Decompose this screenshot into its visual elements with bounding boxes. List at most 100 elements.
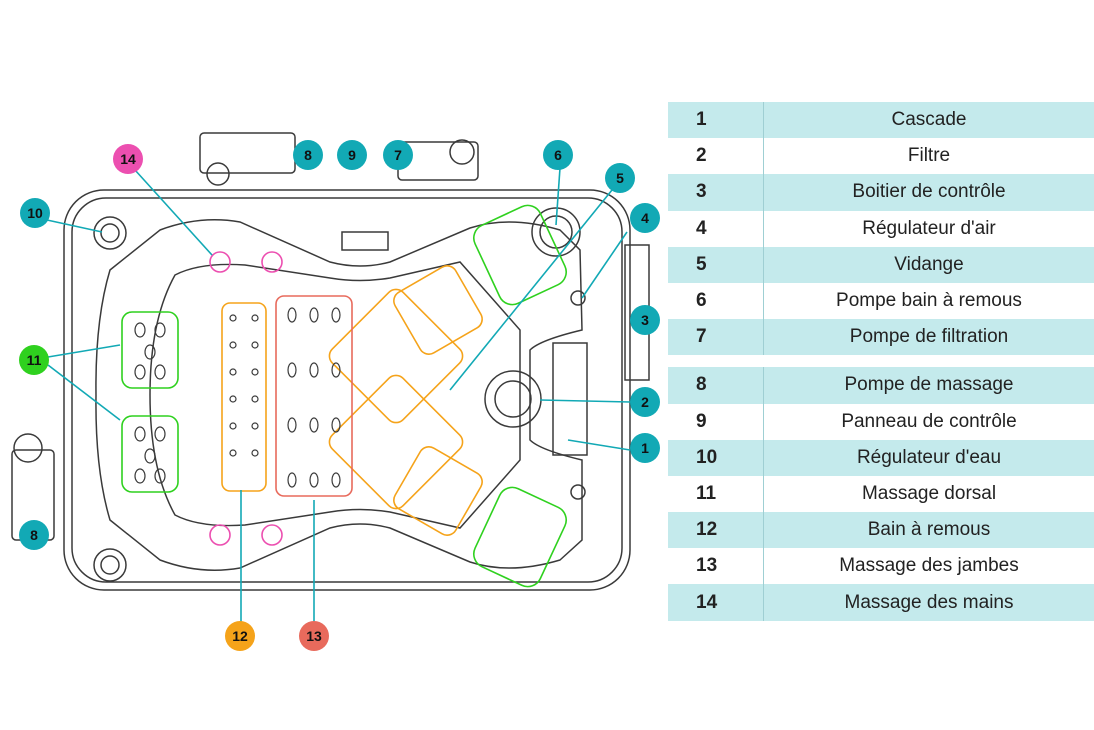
hand-jet-2	[261, 251, 283, 273]
callout-number-2: 2	[641, 394, 649, 410]
callout-number-1: 1	[641, 440, 649, 456]
water-regulator-bottom	[93, 548, 127, 582]
spa-basin	[95, 219, 583, 571]
callout-badge-5	[605, 163, 635, 193]
callout-number-4: 4	[641, 210, 649, 226]
leg-massage-zone	[275, 295, 353, 497]
spa-shell-inner	[71, 197, 623, 583]
legend-number: 10	[668, 439, 764, 476]
hand-jet-3	[209, 524, 231, 546]
callout-number-13: 13	[306, 628, 322, 644]
whirlpool-zone-left	[221, 302, 267, 492]
legend-label: Régulateur d'air	[862, 217, 996, 239]
legend-group-1: 1 Cascade 2 Filtre 3 Boitier de contrôle 4 Régu…	[668, 102, 1094, 356]
callout-badge-12	[225, 621, 255, 651]
legend-label: Panneau de contrôle	[841, 410, 1017, 432]
air-regulator-2	[570, 484, 586, 500]
legend-row-11: 11 Massage dorsal	[668, 475, 1094, 513]
legend-label: Pompe bain à remous	[836, 290, 1022, 312]
callout-badge-3	[630, 305, 660, 335]
callout-badge-13	[299, 621, 329, 651]
callout-number-5: 5	[616, 170, 624, 186]
jet-dots	[134, 307, 341, 488]
legend-number: 4	[668, 210, 764, 247]
massage-pump-top-motor	[206, 162, 230, 186]
callout-badge-2	[630, 387, 660, 417]
back-massage-zone-2	[121, 415, 179, 493]
legend-label: Bain à remous	[867, 519, 991, 541]
back-massage-zone-4	[473, 486, 567, 588]
whirlpool-zone-seat-top	[393, 265, 483, 355]
legend-label: Régulateur d'eau	[856, 446, 1002, 468]
legend-label: Cascade	[891, 109, 967, 131]
leader-lines	[46, 167, 631, 625]
legend-number: 14	[668, 584, 764, 621]
legend-row-3: 3 Boitier de contrôle	[668, 174, 1094, 211]
drain	[531, 207, 581, 257]
spa-seat	[149, 261, 521, 529]
legend-row-2: 2 Filtre	[668, 138, 1094, 175]
callout-badge-1	[630, 433, 660, 463]
callout-badge-7	[383, 140, 413, 170]
whirlpool-zone-lower	[328, 374, 464, 510]
callout-number-12: 12	[232, 628, 248, 644]
callout-number-3: 3	[641, 312, 649, 328]
legend-number: 9	[668, 403, 764, 440]
filter-outer	[484, 370, 542, 428]
legend-number: 11	[668, 475, 764, 513]
waterfall	[552, 342, 588, 456]
legend-number: 13	[668, 548, 764, 585]
legend-number: 3	[668, 174, 764, 211]
legend-label: Filtre	[907, 145, 951, 167]
water-regulator-bottom-inner	[100, 555, 120, 575]
whirlpool-zone-upper	[328, 288, 464, 424]
legend-row-13: 13 Massage des jambes	[668, 548, 1094, 585]
callout-number-7: 7	[394, 147, 402, 163]
back-massage-zone-1	[121, 311, 179, 389]
legend-row-12: 12 Bain à remous	[668, 512, 1094, 549]
legend-number: 5	[668, 246, 764, 283]
whirlpool-zone-seat-bottom	[393, 446, 483, 536]
spa-shell	[63, 189, 631, 591]
legend-label: Massage des jambes	[839, 555, 1019, 577]
legend-number: 1	[668, 102, 764, 139]
legend-label: Massage dorsal	[861, 482, 997, 504]
air-regulator	[570, 290, 586, 306]
hand-jet-1	[209, 251, 231, 273]
massage-pump-left-motor	[13, 433, 43, 463]
callout-badge-8	[293, 140, 323, 170]
massage-pump-top	[199, 132, 296, 174]
callout-number-9: 9	[348, 147, 356, 163]
legend-row-6: 6 Pompe bain à remous	[668, 282, 1094, 320]
callout-badge-10	[20, 198, 50, 228]
legend-row-10: 10 Régulateur d'eau	[668, 439, 1094, 476]
legend-number: 2	[668, 138, 764, 175]
legend-row-1: 1 Cascade	[668, 102, 1094, 139]
legend-row-9: 9 Panneau de contrôle	[668, 403, 1094, 440]
water-regulator-top	[93, 216, 127, 250]
water-regulator-top-inner	[100, 223, 120, 243]
callout-number-8: 8	[30, 527, 38, 543]
legend-row-5: 5 Vidange	[668, 246, 1094, 283]
legend-label: Vidange	[894, 253, 964, 275]
legend-number: 12	[668, 512, 764, 549]
legend-number: 6	[668, 282, 764, 320]
callout-number-14: 14	[120, 151, 136, 167]
legend-number: 7	[668, 319, 764, 356]
spa-outline	[11, 132, 650, 591]
callout-badge-14	[113, 144, 143, 174]
back-massage-zone-3	[473, 204, 567, 306]
callout-badge-6	[543, 140, 573, 170]
callout-badge-8	[19, 520, 49, 550]
callout-badge-4	[630, 203, 660, 233]
legend-label: Boitier de contrôle	[852, 181, 1006, 203]
callout-number-11: 11	[27, 352, 42, 368]
callout-badge-9	[337, 140, 367, 170]
callout-badge-11	[19, 345, 49, 375]
